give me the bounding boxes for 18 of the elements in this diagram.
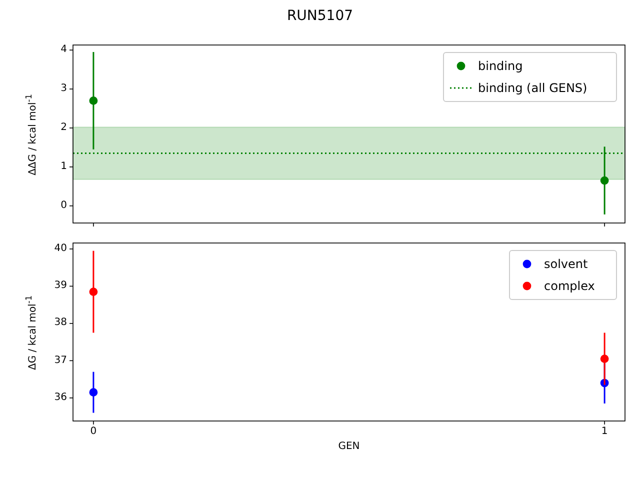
axis-label: GEN — [337, 441, 361, 452]
tick-label: 39 — [54, 279, 67, 294]
tick-label: 2 — [60, 120, 67, 135]
tick-label: 1 — [60, 160, 67, 174]
legend-label: solvent — [544, 257, 588, 271]
tick-label: 37 — [54, 354, 67, 368]
tick-label: 3 — [60, 82, 67, 96]
chart-title: RUN5107 — [286, 8, 354, 24]
tick-label: 0 — [60, 198, 67, 213]
legend-label: complex — [544, 279, 595, 293]
tick-label: 38 — [54, 316, 67, 330]
tick-label: 1 — [600, 426, 609, 437]
tick-label: 36 — [54, 390, 67, 405]
tick-label: 40 — [54, 242, 67, 256]
legend-label: binding (all GENS) — [478, 81, 588, 95]
tick-label: 4 — [60, 43, 67, 58]
tick-label: 0 — [89, 426, 98, 437]
legend-label: binding — [478, 59, 523, 73]
